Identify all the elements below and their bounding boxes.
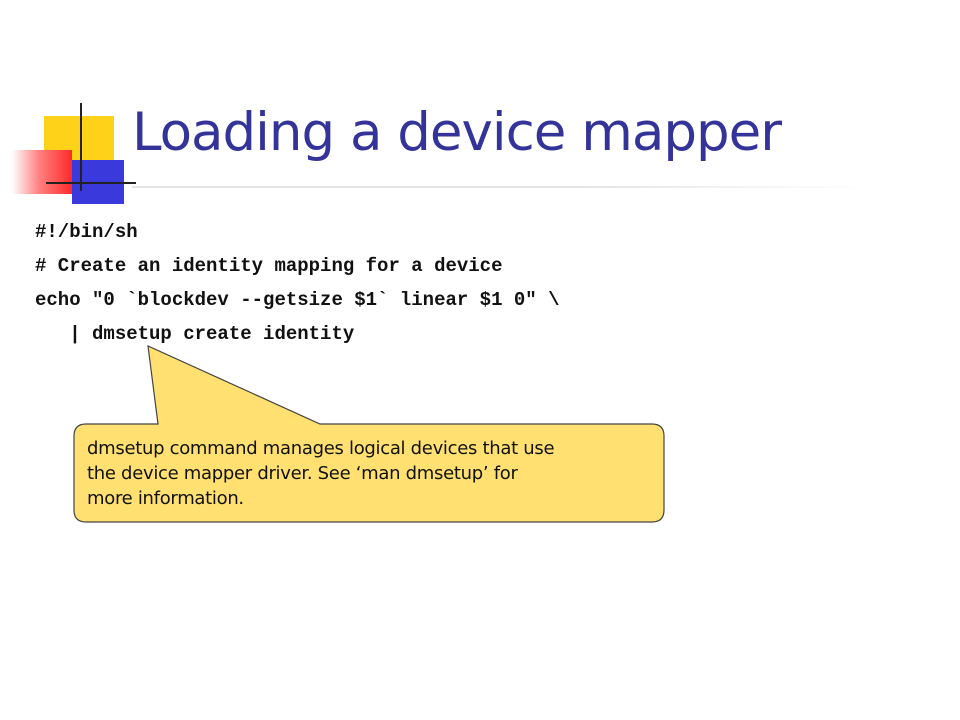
code-block: #!/bin/sh # Create an identity mapping f…: [35, 220, 560, 356]
code-line: #!/bin/sh: [35, 221, 138, 243]
callout-shape: [73, 345, 665, 523]
slide-logo: [0, 0, 140, 210]
slide-title: Loading a device mapper: [132, 102, 782, 163]
title-divider: [132, 186, 872, 188]
callout-text: dmsetup command manages logical devices …: [87, 438, 555, 509]
logo-red-square: [12, 150, 72, 194]
code-line: | dmsetup create identity: [35, 323, 355, 345]
logo-horizontal-line: [46, 182, 136, 184]
code-line: echo "0 `blockdev --getsize $1` linear $…: [35, 289, 560, 311]
code-line: # Create an identity mapping for a devic…: [35, 255, 503, 277]
logo-vertical-line: [80, 103, 82, 191]
